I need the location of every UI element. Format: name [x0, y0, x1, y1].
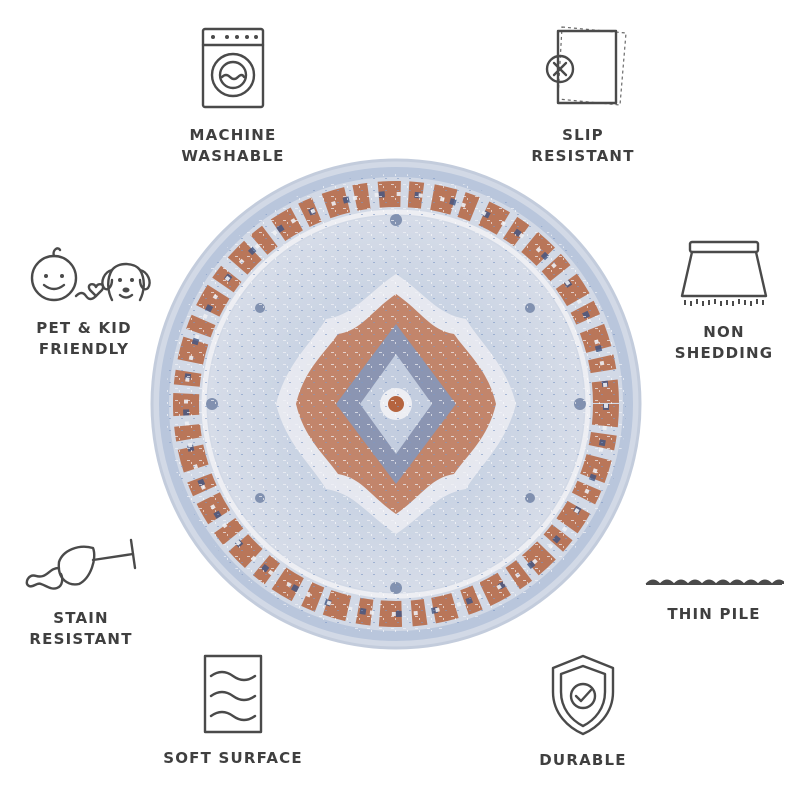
feature-label: SOFT SURFACE — [163, 749, 303, 767]
feature-label: PET & KID FRIENDLY — [36, 319, 132, 358]
feature-label: STAIN RESISTANT — [29, 609, 133, 648]
non-shedding-icon — [680, 240, 768, 306]
shield-check-icon — [551, 654, 615, 736]
feature-label: NON SHEDDING — [674, 323, 774, 362]
round-rug-image — [150, 158, 642, 650]
feature-machine-washable: MACHINE WASHABLE — [143, 25, 323, 167]
feature-label: DURABLE — [539, 751, 627, 769]
washing-machine-icon — [201, 27, 265, 109]
kid-and-pet-icon — [30, 247, 151, 302]
feature-label: MACHINE WASHABLE — [181, 126, 285, 165]
feature-soft-surface: SOFT SURFACE — [143, 650, 323, 769]
feature-slip-resistant: SLIP RESISTANT — [493, 25, 673, 167]
feature-label: SLIP RESISTANT — [531, 126, 635, 165]
feature-durable: DURABLE — [493, 652, 673, 771]
rug-graphic — [150, 158, 642, 650]
thin-pile-icon — [645, 579, 784, 585]
feature-pet-kid-friendly: PET & KID FRIENDLY — [0, 238, 174, 360]
soft-surface-icon — [203, 654, 263, 734]
feature-thin-pile: THIN PILE — [624, 568, 800, 625]
feature-label: THIN PILE — [667, 605, 761, 623]
feature-stain-resistant: STAIN RESISTANT — [0, 532, 171, 650]
feature-non-shedding: NON SHEDDING — [634, 238, 800, 364]
spilled-wine-glass-icon — [25, 538, 137, 590]
slip-resistant-icon — [545, 26, 627, 106]
